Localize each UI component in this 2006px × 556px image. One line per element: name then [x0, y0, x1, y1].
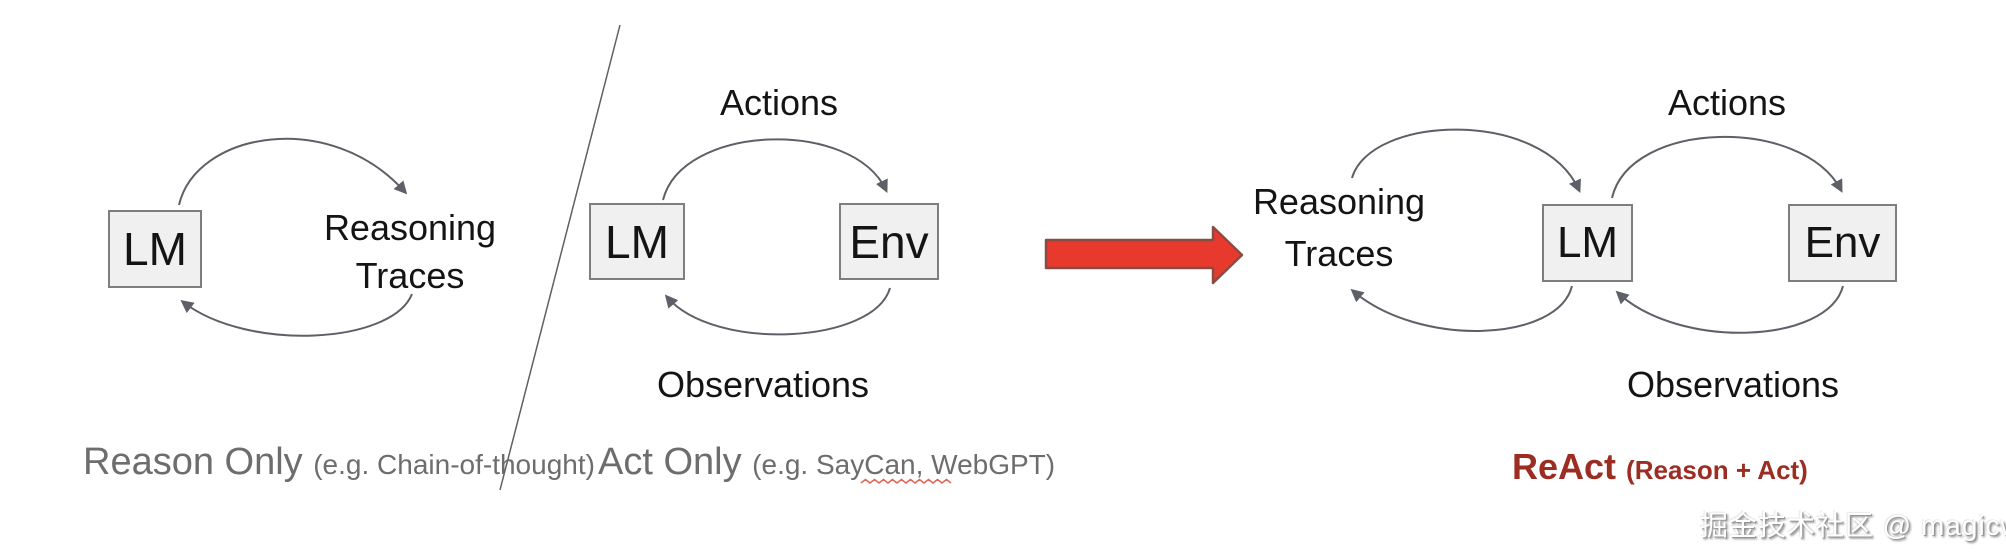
reasoning-traces-line1: Reasoning [323, 207, 497, 248]
panel-divider-line [499, 24, 621, 491]
lm-box: LM [589, 203, 685, 280]
lm-box: LM [108, 210, 202, 288]
reasoning-traces-line2: Traces [1284, 233, 1394, 274]
reason-loop-bottom-arrow [180, 293, 413, 337]
actions-label: Actions [1667, 82, 1787, 123]
reason-only-caption-note: (e.g. Chain-of-thought) [313, 449, 595, 480]
react-reason-loop-bottom-arrow [1350, 285, 1573, 332]
reason-loop-top-arrow [178, 137, 408, 206]
reasoning-traces-line2: Traces [355, 255, 465, 296]
watermark-text: 掘金技术社区 @ magicwt [1700, 510, 2006, 541]
react-reason-loop-top-arrow [1351, 128, 1581, 193]
react-act-loop-top-arrow [1611, 135, 1843, 199]
act-only-caption-main: Act Only [598, 441, 742, 483]
reason-only-caption-main: Reason Only [83, 441, 303, 483]
react-act-loop-bottom-arrow [1615, 285, 1844, 334]
reason-only-caption: Reason Only (e.g. Chain-of-thought) [83, 441, 595, 484]
react-caption: ReAct (Reason + Act) [1512, 446, 1808, 488]
lm-box: LM [1542, 204, 1633, 282]
reasoning-traces-label: Reasoning Traces [1239, 176, 1439, 280]
act-only-caption-note: (e.g. SayCan, WebGPT) [752, 449, 1056, 480]
observations-label: Observations [1626, 364, 1840, 405]
transform-arrow-icon [1044, 225, 1244, 285]
actions-label: Actions [719, 82, 839, 123]
react-caption-note: (Reason + Act) [1626, 455, 1808, 485]
reasoning-traces-line1: Reasoning [1252, 181, 1426, 222]
act-loop-bottom-arrow [664, 287, 891, 336]
env-box: Env [1788, 204, 1897, 282]
observations-label: Observations [656, 364, 870, 405]
reasoning-traces-label: Reasoning Traces [310, 204, 510, 300]
env-box: Env [839, 203, 939, 280]
react-caption-main: ReAct [1512, 446, 1617, 487]
spellcheck-squiggle [860, 478, 952, 485]
act-loop-top-arrow [662, 138, 888, 201]
act-only-caption: Act Only (e.g. SayCan, WebGPT) [598, 441, 1055, 484]
